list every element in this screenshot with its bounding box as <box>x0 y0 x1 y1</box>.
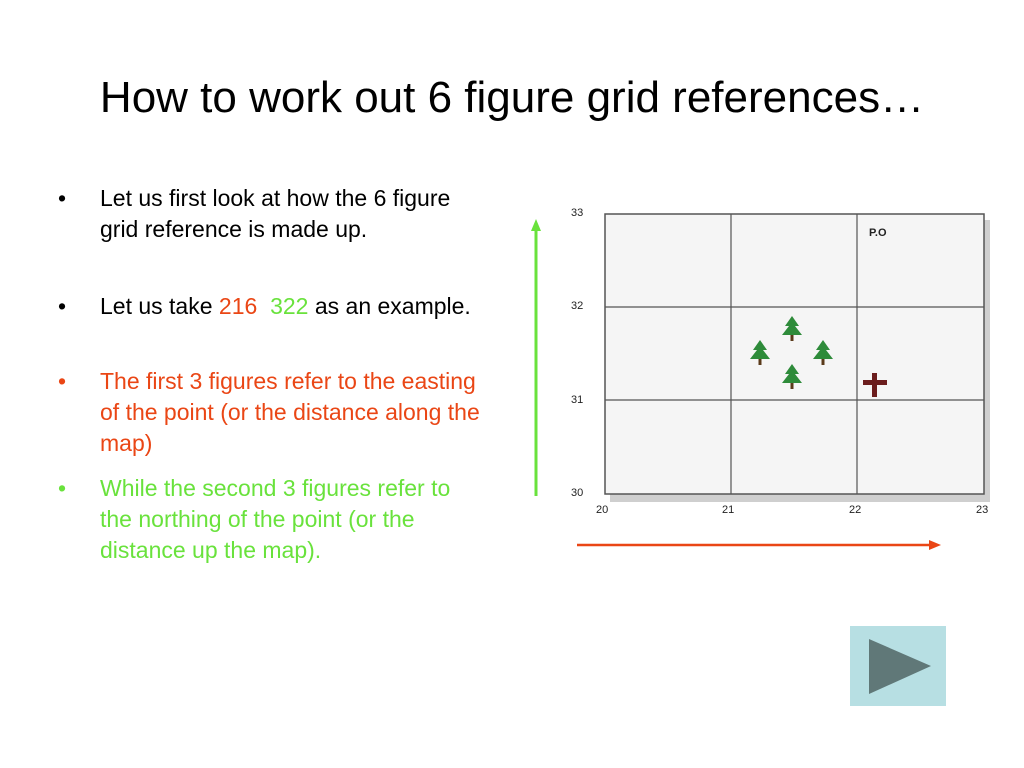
grid-lines <box>605 214 984 494</box>
church-cross-icon <box>863 373 887 397</box>
northing-arrow <box>531 219 541 496</box>
bullet-symbol: • <box>58 293 67 319</box>
bullet-text: The first 3 figures refer to the easting… <box>100 368 480 456</box>
bullet-text-prefix: Let us take <box>100 293 219 319</box>
bullet-list: • Let us first look at how the 6 figure … <box>58 183 488 566</box>
y-tick-label: 32 <box>571 300 583 312</box>
bullet-symbol: • <box>58 185 67 211</box>
post-office-label: P.O <box>869 227 887 239</box>
bullet-text: While the second 3 figures refer to the … <box>100 475 451 563</box>
tree-icon <box>813 340 833 365</box>
tree-icon <box>782 316 802 341</box>
slide-title: How to work out 6 figure grid references… <box>99 73 925 122</box>
play-triangle-icon <box>869 639 931 694</box>
northing-example: 322 <box>270 293 309 319</box>
x-tick-label: 22 <box>849 504 861 516</box>
bullet-text-suffix: as an example. <box>308 293 471 319</box>
bullet-item: • Let us take 216 322 as an example. <box>58 291 488 322</box>
x-tick-label: 23 <box>976 504 988 516</box>
next-slide-button[interactable] <box>850 626 946 706</box>
bullet-item-easting: • The first 3 figures refer to the easti… <box>58 366 488 459</box>
easting-example: 216 <box>218 293 258 319</box>
tree-icon <box>782 364 802 389</box>
y-tick-label: 31 <box>571 394 583 406</box>
y-tick-label: 30 <box>571 487 583 499</box>
bullet-symbol: • <box>58 368 67 394</box>
bullet-item: • Let us first look at how the 6 figure … <box>58 183 488 245</box>
map-grid-square <box>604 213 985 495</box>
easting-arrow <box>577 540 941 550</box>
x-tick-label: 21 <box>722 504 734 516</box>
x-tick-label: 20 <box>596 504 608 516</box>
bullet-symbol: • <box>58 475 67 501</box>
bullet-item-northing: • While the second 3 figures refer to th… <box>58 473 488 566</box>
tree-icon <box>750 340 770 365</box>
y-tick-label: 33 <box>571 207 583 219</box>
bullet-text: Let us first look at how the 6 figure gr… <box>100 185 451 242</box>
